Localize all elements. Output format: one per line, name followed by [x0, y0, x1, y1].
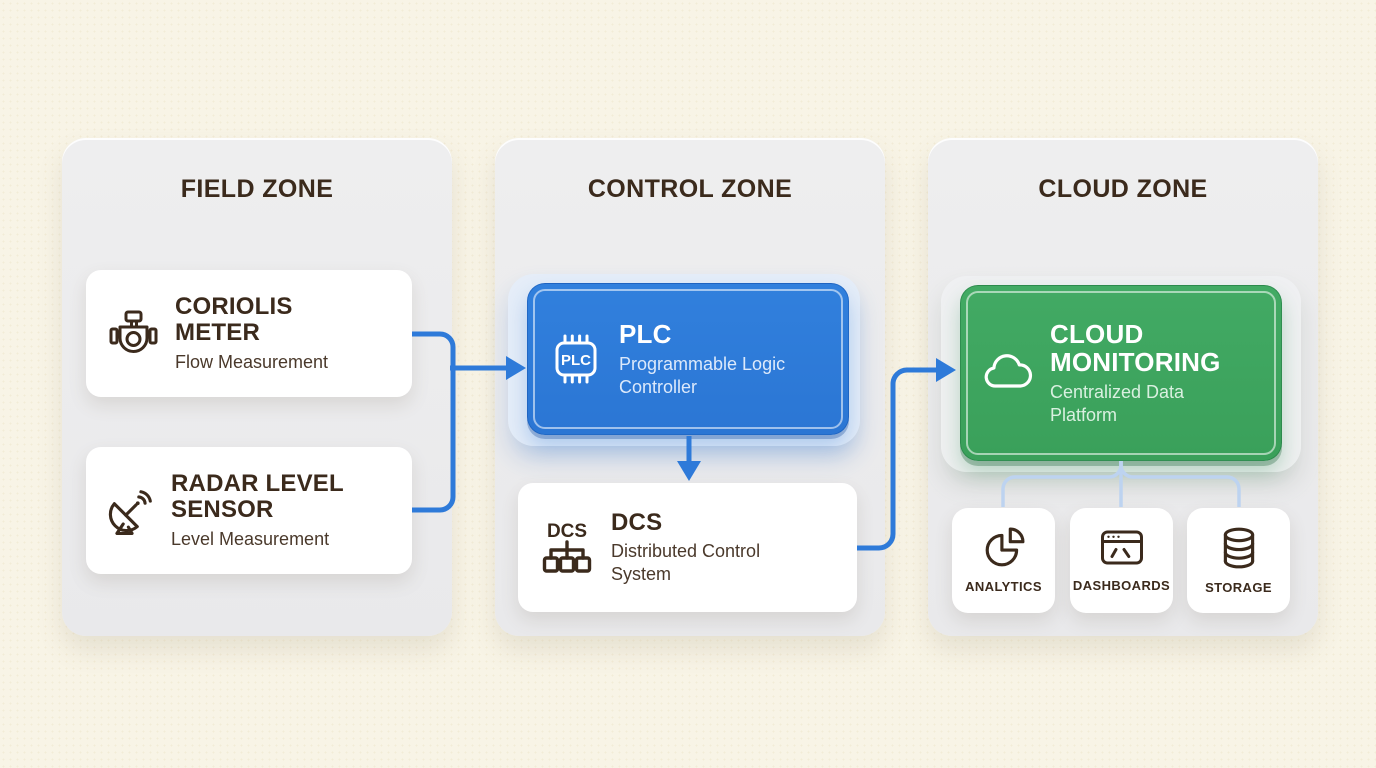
- plc-title: PLC: [619, 318, 672, 349]
- cloud-monitoring-title: CLOUD MONITORING: [1050, 318, 1221, 377]
- cloud-icon: [984, 354, 1033, 388]
- coriolis-meter-subtitle: Flow Measurement: [175, 351, 329, 372]
- radar-level-sensor-title: RADAR LEVEL SENSOR: [171, 469, 344, 523]
- plc-subtitle: Programmable Logic Controller: [619, 354, 786, 397]
- radar-level-sensor-subtitle: Level Measurement: [171, 528, 330, 549]
- control-zone-title: CONTROL ZONE: [587, 175, 793, 203]
- radar-dish-icon: [108, 489, 152, 535]
- dcs-hierarchy-icon: DCS: [542, 521, 592, 573]
- plc-icon-text: PLC: [561, 352, 591, 369]
- dcs-title: DCS: [611, 508, 663, 536]
- dashboard-window-icon: [1100, 530, 1143, 565]
- storage-label: STORAGE: [1205, 580, 1272, 595]
- database-icon: [1223, 527, 1254, 569]
- coriolis-meter-title: CORIOLIS METER: [175, 292, 293, 346]
- dashboards-label: DASHBOARDS: [1072, 578, 1171, 593]
- coriolis-meter-icon: [109, 310, 158, 353]
- plc-card: PLC PLC Programmable Logic Controller: [527, 283, 849, 435]
- cloud-monitoring-subtitle: Centralized Data Platform: [1050, 382, 1185, 425]
- cloud-monitoring-card: CLOUD MONITORING Centralized Data Platfo…: [960, 285, 1282, 461]
- field-zone-panel: FIELD ZONE CORIOLIS METER Flow Measureme…: [62, 138, 452, 636]
- analytics-card: ANALYTICS: [952, 508, 1055, 613]
- pie-chart-icon: [985, 527, 1024, 567]
- dcs-subtitle: Distributed Control System: [611, 541, 761, 584]
- control-zone-panel: CONTROL ZONE PLC PLC Programmable Logic …: [495, 138, 885, 636]
- cloud-zone-title: CLOUD ZONE: [1038, 175, 1208, 203]
- coriolis-meter-card: CORIOLIS METER Flow Measurement: [86, 270, 412, 397]
- field-zone-title: FIELD ZONE: [180, 175, 334, 203]
- dcs-icon-text: DCS: [547, 521, 587, 542]
- dcs-card: DCS DCS Distributed Control System: [518, 483, 857, 612]
- dashboards-card: DASHBOARDS: [1070, 508, 1173, 613]
- radar-level-sensor-card: RADAR LEVEL SENSOR Level Measurement: [86, 447, 412, 574]
- cloud-zone-panel: CLOUD ZONE CLOUD MONITORING Centralized …: [928, 138, 1318, 636]
- storage-card: STORAGE: [1187, 508, 1290, 613]
- analytics-label: ANALYTICS: [965, 579, 1042, 594]
- plc-chip-icon: PLC: [555, 334, 597, 384]
